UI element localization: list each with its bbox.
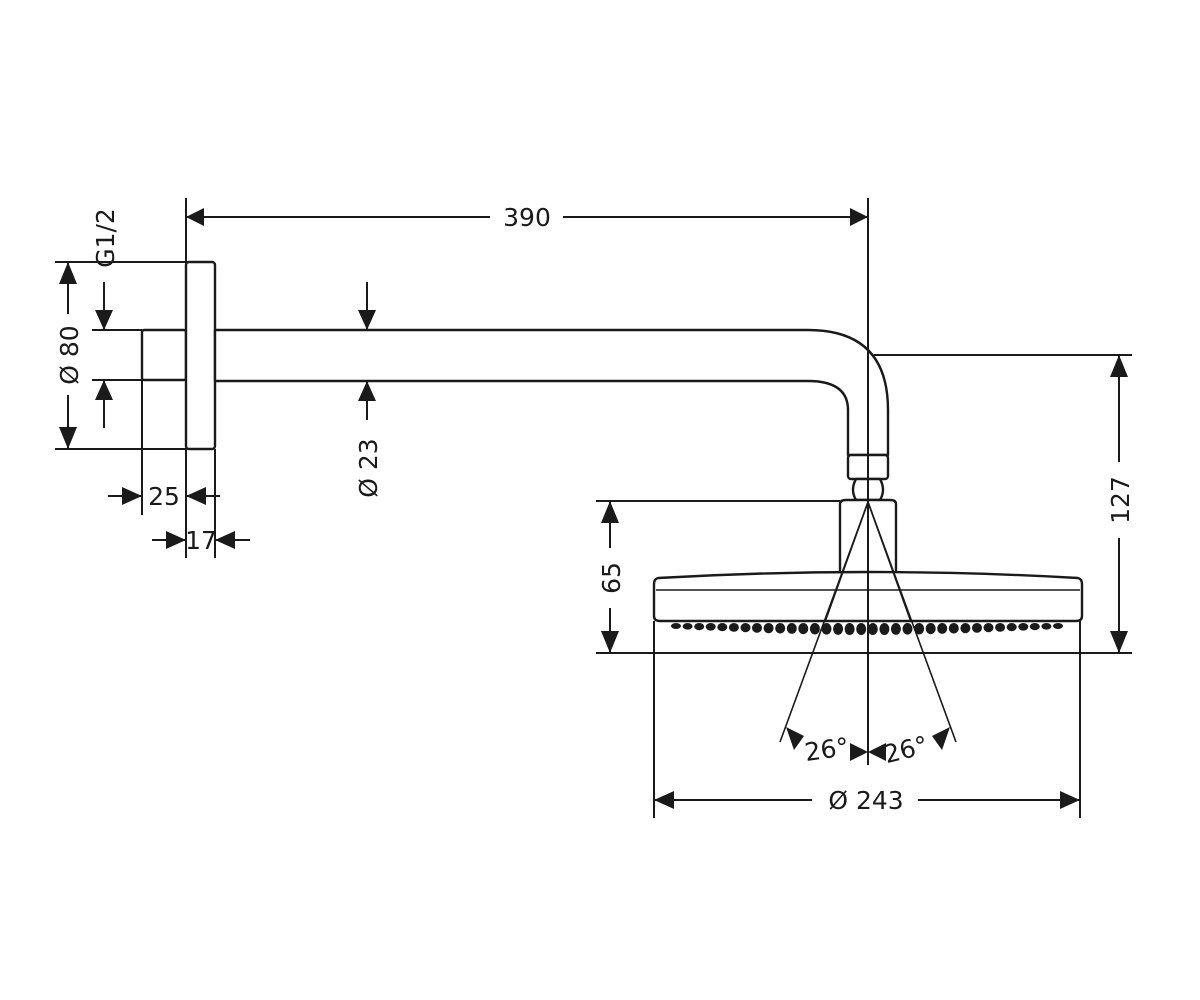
dim-head-diameter: Ø 243 [653, 621, 1081, 818]
nozzle [798, 623, 809, 635]
dim-label-arm-length: 390 [503, 203, 551, 232]
nozzle [786, 623, 797, 634]
nozzle [1041, 623, 1052, 630]
nozzle [983, 623, 994, 633]
dim-label-spray-angle-right: 26° [881, 730, 931, 769]
dim-nipple-length: 25 [108, 380, 220, 558]
dim-arm-length: 390 [185, 198, 869, 600]
dim-label-thread: G1/2 [91, 208, 120, 268]
nozzle [682, 623, 693, 630]
dim-thread: G1/2 [91, 208, 142, 428]
spray-nozzles [671, 623, 1063, 635]
nozzle [890, 623, 901, 635]
dim-label-spray-angle-left: 26° [803, 732, 851, 767]
nozzle [925, 623, 936, 635]
dim-flange-diameter: Ø 80 [55, 261, 186, 450]
threaded-nipple [140, 328, 188, 382]
nozzle [717, 623, 728, 632]
dim-label-flange-thickness: 17 [185, 526, 217, 555]
nozzle [1053, 623, 1063, 629]
nozzle [914, 623, 925, 635]
nozzle [856, 623, 867, 635]
nozzle [705, 623, 716, 631]
dim-label-pipe-diameter: Ø 23 [354, 438, 383, 497]
nozzle [972, 623, 982, 633]
nozzle [937, 623, 948, 634]
dim-label-head-height: 65 [597, 562, 626, 594]
nozzle [960, 623, 971, 634]
dim-total-drop: 127 [874, 354, 1135, 653]
nozzle [879, 623, 890, 635]
nozzle [867, 623, 878, 635]
nozzle [671, 623, 681, 629]
nozzle [821, 623, 832, 635]
nozzle [948, 623, 959, 634]
nozzle [809, 623, 820, 635]
nozzle [902, 623, 913, 635]
nozzle [728, 623, 739, 632]
dim-label-total-drop: 127 [1106, 476, 1135, 524]
dim-flange-thickness: 17 [152, 449, 250, 558]
nozzle [694, 623, 705, 631]
wall-flange [184, 260, 217, 451]
shower-arm [213, 328, 890, 457]
dim-label-nipple-length: 25 [148, 482, 180, 511]
nozzle [1006, 623, 1017, 632]
nozzle [844, 623, 855, 635]
nozzle [740, 623, 751, 633]
nozzle [995, 623, 1006, 632]
dim-label-head-diameter: Ø 243 [828, 786, 903, 815]
nozzle [833, 623, 844, 635]
nozzle [752, 623, 762, 633]
dim-head-height: 65 [596, 500, 1132, 654]
nozzle [763, 623, 774, 634]
dim-pipe-diameter: Ø 23 [354, 282, 383, 498]
nozzle [775, 623, 786, 634]
nozzle [1029, 623, 1040, 631]
nozzle [1018, 623, 1029, 631]
dim-label-flange-diameter: Ø 80 [55, 325, 84, 384]
